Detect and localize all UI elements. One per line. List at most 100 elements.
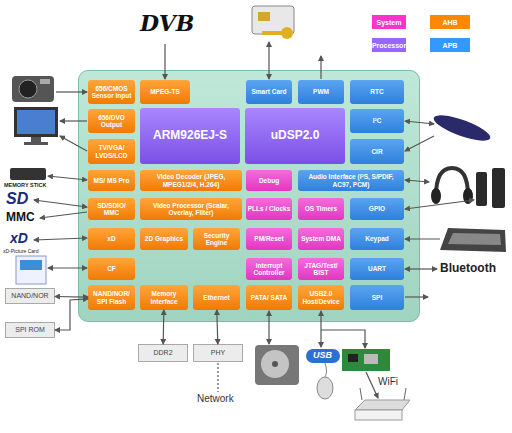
block-label: USB2.0 Host/Device <box>299 290 343 304</box>
apb-block: I²C <box>350 109 404 133</box>
apb-block: Audio Interface (I²S, S/PDIF, AC97, PCM) <box>298 170 404 191</box>
wire <box>268 42 269 79</box>
wire <box>405 296 428 297</box>
system-block: OS Timers <box>298 198 344 220</box>
bus-connector <box>217 310 218 344</box>
system-block: Interrupt Controller <box>246 258 292 280</box>
bus-connector <box>55 296 88 298</box>
logo-label: xD <box>10 230 28 246</box>
wire <box>405 136 434 151</box>
block-label: Smart Card <box>251 88 286 95</box>
block-label: OS Timers <box>305 205 337 212</box>
block-label: Video Decoder (JPEG, MPEG1/2/4, H.264) <box>141 173 241 187</box>
logo-label: xD-Picture Card <box>3 248 39 254</box>
logo-label: Network <box>197 393 234 404</box>
router-antenna <box>360 388 362 400</box>
mouse-cable <box>325 363 327 377</box>
block-label: Memory Interface <box>141 290 187 304</box>
ahb-block: CF <box>88 258 135 280</box>
legend-swatch: AHB <box>430 15 470 29</box>
block-label: Audio Interface (I²S, S/PDIF, AC97, PCM) <box>299 173 403 187</box>
ahb-block: xD <box>88 228 135 250</box>
block-label: NAND/NOR <box>11 292 48 300</box>
ahb-block: Ethernet <box>193 285 240 310</box>
ahb-block: USB2.0 Host/Device <box>298 285 344 310</box>
router-antenna <box>404 388 406 400</box>
block-label: RTC <box>370 88 383 95</box>
legend-text: APB <box>443 42 458 49</box>
wire <box>60 136 87 151</box>
wire <box>56 91 87 92</box>
ahb-block: Memory Interface <box>140 285 188 310</box>
headset-ear <box>431 188 441 204</box>
network-leader <box>217 363 218 392</box>
wire <box>164 44 165 79</box>
logo-label: WiFi <box>378 376 398 387</box>
keyboard-keys <box>448 233 501 245</box>
wifi-card-icon <box>342 349 390 371</box>
block-label: SPI ROM <box>15 326 45 334</box>
block-label: Security Engine <box>194 232 239 246</box>
wire <box>405 180 429 182</box>
router-top <box>355 400 410 410</box>
block-label: NAND/NOR/ SPI Flash <box>89 290 134 304</box>
ahb-block: Security Engine <box>193 228 240 250</box>
ahb-block: Video Decoder (JPEG, MPEG1/2/4, H.264) <box>140 170 242 191</box>
bus-connector <box>163 310 165 344</box>
router-body <box>355 410 402 420</box>
system-block: PM/Reset <box>246 228 292 250</box>
ahb-block: 2D Graphics <box>140 228 188 250</box>
external-chip: SPI ROM <box>5 322 55 338</box>
block-label: JTAG/Test/ BIST <box>299 262 343 276</box>
block-label: Keypad <box>365 235 388 242</box>
ahb-block: NAND/NOR/ SPI Flash <box>88 285 135 310</box>
block-label: System DMA <box>301 235 341 242</box>
block-label: 656/DVO Output <box>89 114 134 128</box>
block-label: PATA/ SATA <box>251 294 288 301</box>
apb-block: CIR <box>350 139 404 164</box>
legend-text: System <box>377 19 402 26</box>
ahb-block: MS/ MS Pro <box>88 170 135 191</box>
ahb-block: TV/VGA/ LVDS/LCD <box>88 139 135 164</box>
logo-label: USB <box>313 350 332 360</box>
wire <box>320 311 321 347</box>
apb-block: PWM <box>298 80 344 104</box>
logo-label: MMC <box>6 210 35 224</box>
wire <box>34 238 87 240</box>
wire <box>40 212 87 218</box>
wifi-chip <box>348 354 358 362</box>
wire <box>268 311 269 344</box>
mouse-icon <box>317 377 333 399</box>
wire <box>48 267 87 268</box>
ahb-block: 656/CMOS Sensor Input <box>88 80 135 104</box>
external-chip: PHY <box>193 344 243 362</box>
wire <box>405 268 437 269</box>
wire <box>60 120 87 121</box>
wire <box>48 176 87 180</box>
remote-icon <box>431 110 493 146</box>
system-block: JTAG/Test/ BIST <box>298 258 344 280</box>
legend-swatch: APB <box>430 38 470 52</box>
cf-card-label <box>20 260 42 270</box>
wire <box>321 330 365 348</box>
legend-text: AHB <box>442 19 457 26</box>
legend-swatch: Processor <box>372 38 406 52</box>
usb-logo <box>306 349 340 363</box>
apb-block: SPI <box>350 285 404 310</box>
logo-label: Bluetooth <box>440 261 496 275</box>
keyboard-icon <box>440 228 506 252</box>
ahb-block: 656/DVO Output <box>88 109 135 133</box>
hard-disk-platter <box>261 350 289 378</box>
speaker-icon <box>492 168 505 208</box>
apb-block: UART <box>350 258 404 280</box>
apb-block: RTC <box>350 80 404 104</box>
logo-label: MEMORY STICK <box>4 182 46 188</box>
system-block: Debug <box>246 170 292 191</box>
block-label: 656/CMOS Sensor Input <box>89 85 134 99</box>
processor-block: ARM926EJ-S <box>140 108 240 164</box>
block-label: Debug <box>259 177 279 184</box>
block-label: PM/Reset <box>254 235 283 242</box>
key-shaft <box>262 31 284 35</box>
block-label: TV/VGA/ LVDS/LCD <box>89 144 134 158</box>
cf-card-icon <box>16 256 46 284</box>
